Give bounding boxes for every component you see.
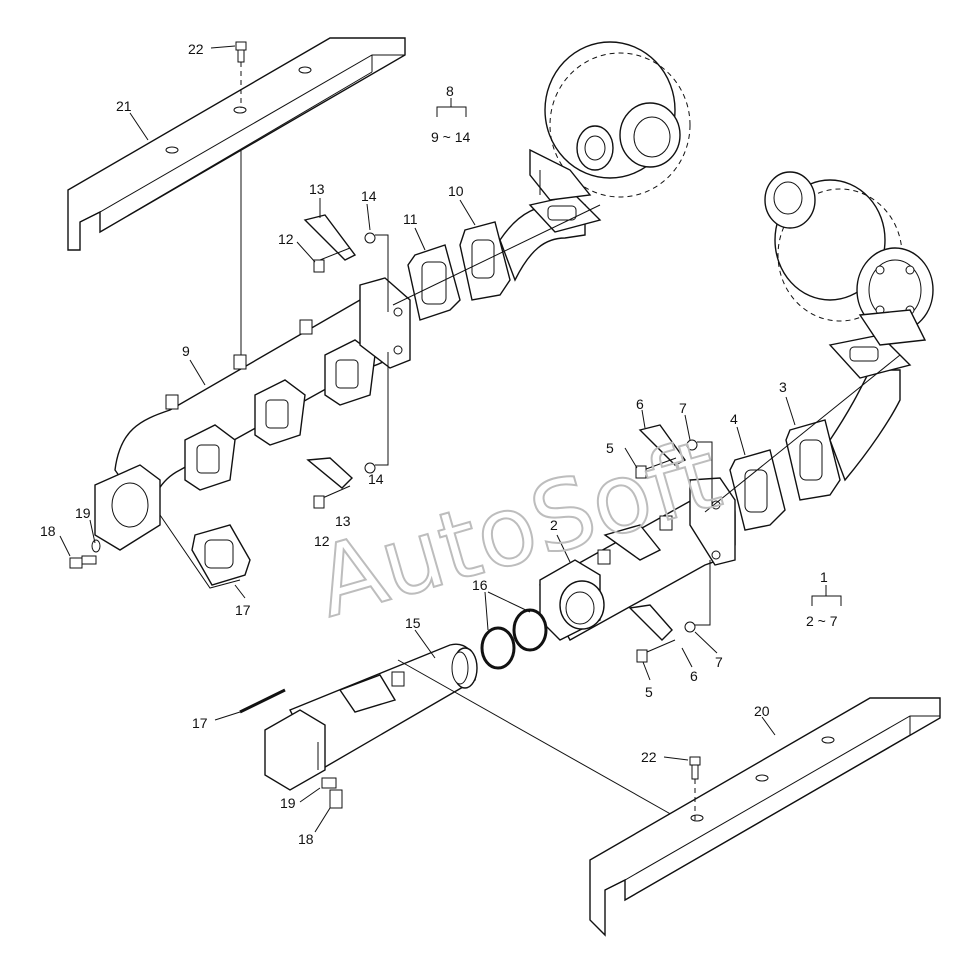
gasket-17-lower [239, 688, 286, 714]
leader-lines [59, 45, 842, 833]
callout-13-lower: 13 [335, 513, 351, 529]
clamp-13-upper [303, 214, 389, 312]
callout-13-upper: 13 [309, 181, 325, 197]
callout-10: 10 [448, 183, 464, 199]
callout-labels: 22 21 8 9 ~ 14 10 11 13 14 12 9 19 18 17… [40, 41, 838, 847]
turbocharger-upper [529, 41, 691, 201]
callout-8-range: 9 ~ 14 [431, 129, 471, 145]
callout-15: 15 [405, 615, 421, 631]
heat-shield-21 [67, 37, 406, 251]
callout-4: 4 [730, 411, 738, 427]
clamp-6-upper [635, 424, 713, 505]
callout-20: 20 [754, 703, 770, 719]
callout-18-left: 18 [40, 523, 56, 539]
o-rings-16 [480, 591, 548, 670]
callout-8: 8 [446, 83, 454, 99]
callout-11: 11 [403, 211, 418, 227]
clamp-6-lower [628, 560, 711, 663]
gasket-11 [407, 244, 461, 321]
callout-7-upper: 7 [679, 400, 687, 416]
callout-19-left: 19 [75, 505, 91, 521]
bolt-22-bottom [689, 756, 701, 820]
callout-22-top: 22 [188, 41, 204, 57]
clamp-13-lower [306, 352, 389, 509]
callout-5-upper: 5 [606, 440, 614, 456]
callout-3: 3 [779, 379, 787, 395]
gasket-17-left [159, 514, 251, 589]
exhaust-pipe-10 [392, 194, 602, 306]
exhaust-pipe-3 [704, 334, 912, 513]
callout-1-range: 2 ~ 7 [806, 613, 838, 629]
exhaust-manifold-9 [94, 150, 411, 551]
callout-21: 21 [116, 98, 132, 114]
bolt-18-washer-19-left [69, 539, 101, 569]
callout-18-lower: 18 [298, 831, 314, 847]
callout-6-upper: 6 [636, 396, 644, 412]
turbocharger-lower [764, 171, 934, 346]
callout-6-lower: 6 [690, 668, 698, 684]
callout-16: 16 [472, 577, 488, 593]
gasket-4 [729, 449, 786, 531]
callout-7-lower: 7 [715, 654, 723, 670]
exhaust-manifold-2 [539, 477, 736, 641]
callout-17-left: 17 [235, 602, 251, 618]
callout-17-lower: 17 [192, 715, 208, 731]
callout-14-upper: 14 [361, 188, 377, 204]
callout-12-upper: 12 [278, 231, 294, 247]
callout-22-bottom: 22 [641, 749, 657, 765]
callout-5-lower: 5 [645, 684, 653, 700]
callout-1: 1 [820, 569, 828, 585]
callout-2: 2 [550, 517, 558, 533]
exhaust-manifold-15 [264, 643, 691, 826]
bolt-22-top [235, 41, 247, 108]
callout-12-lower: 12 [314, 533, 330, 549]
callout-9: 9 [182, 343, 190, 359]
callout-14-lower: 14 [368, 471, 384, 487]
callout-19-lower: 19 [280, 795, 296, 811]
bolt-18-washer-19-lower [317, 742, 343, 809]
heat-shield-20 [589, 697, 941, 937]
